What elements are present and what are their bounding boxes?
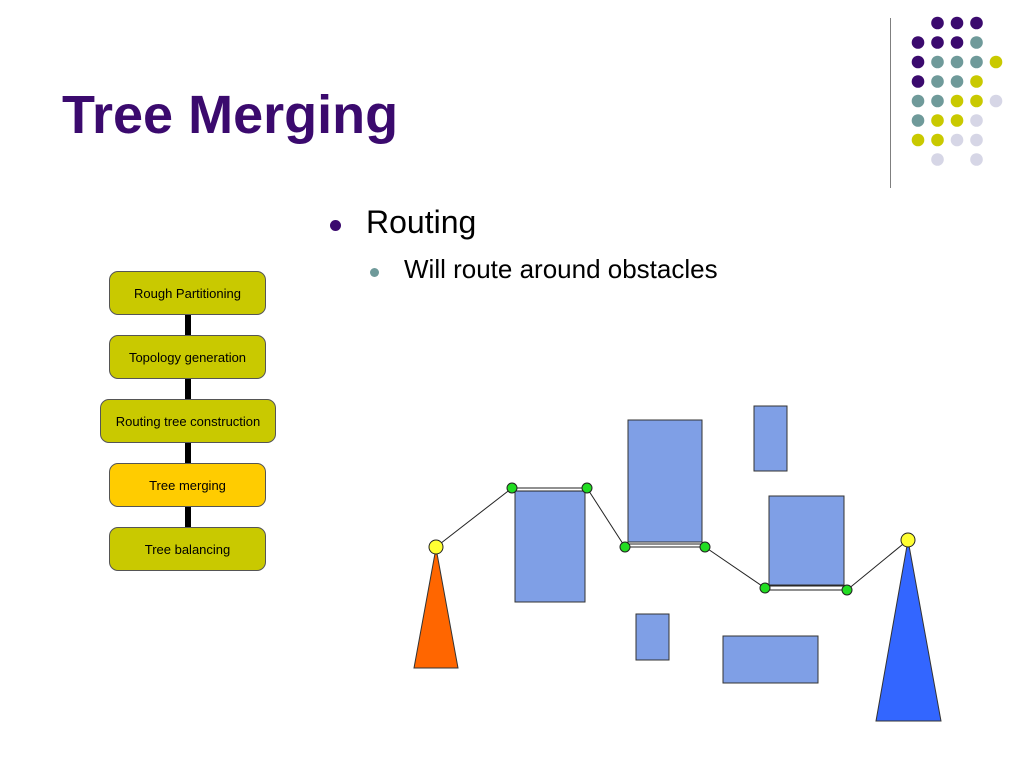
decorative-dot	[911, 133, 925, 147]
right-endpoint	[900, 532, 916, 548]
route-waypoint	[581, 482, 593, 494]
route-path	[435, 487, 909, 591]
decorative-dot	[970, 153, 983, 166]
flow-connector	[185, 506, 191, 528]
flow-step-routing-tree-construction: Routing tree construction	[100, 399, 276, 443]
flow-step-tree-merging: Tree merging	[109, 463, 266, 507]
decorative-dot	[989, 55, 1003, 69]
decorative-dot	[970, 36, 983, 49]
route-waypoint	[699, 541, 711, 553]
decorative-dot	[911, 75, 925, 88]
left-endpoint	[428, 539, 444, 555]
obstacle	[768, 495, 845, 586]
decorative-dot	[931, 36, 944, 49]
decorative-dot	[931, 75, 944, 88]
decorative-dot	[911, 36, 925, 49]
decorative-dot	[989, 94, 1003, 108]
flow-step-rough-partitioning: Rough Partitioning	[109, 271, 266, 315]
decorative-dot	[931, 114, 944, 127]
sub-bullet-dot	[370, 268, 379, 277]
flow-connector	[185, 314, 191, 336]
decorative-dot	[931, 55, 944, 69]
header-divider	[890, 18, 891, 188]
decorative-dot	[911, 114, 925, 127]
decorative-dot	[931, 94, 944, 108]
obstacle	[722, 635, 819, 684]
obstacle	[753, 405, 788, 472]
flow-step-topology-generation: Topology generation	[109, 335, 266, 379]
decorative-dot	[950, 114, 964, 127]
decorative-dot	[931, 16, 944, 30]
sub-bullet-text: Will route around obstacles	[404, 254, 718, 284]
decorative-dot	[911, 94, 925, 108]
decorative-dot	[950, 16, 964, 30]
decorative-dot	[970, 55, 983, 69]
flow-step-tree-balancing: Tree balancing	[109, 527, 266, 571]
slide-title: Tree Merging	[62, 85, 399, 145]
decorative-dot	[950, 75, 964, 88]
decorative-dot	[931, 153, 944, 166]
decorative-dot	[970, 133, 983, 147]
flow-connector	[185, 442, 191, 464]
decorative-dot	[970, 94, 983, 108]
decorative-dot	[970, 16, 983, 30]
flow-connector	[185, 378, 191, 400]
decorative-dot	[950, 133, 964, 147]
decorative-dot	[931, 133, 944, 147]
bullet-dot	[330, 220, 341, 231]
route-waypoint	[619, 541, 631, 553]
route-waypoint	[759, 582, 771, 594]
right-tree	[875, 539, 942, 722]
decorative-dot	[970, 75, 983, 88]
obstacle	[627, 419, 703, 543]
decorative-dot	[911, 55, 925, 69]
bullet-text: Routing	[366, 204, 477, 240]
left-tree	[413, 547, 459, 669]
obstacle	[635, 613, 670, 661]
decorative-dot	[970, 114, 983, 127]
decorative-dot	[950, 36, 964, 49]
decorative-dot	[950, 55, 964, 69]
route-waypoint	[506, 482, 518, 494]
decorative-dot-grid	[911, 16, 1003, 166]
route-waypoint	[841, 584, 853, 596]
decorative-dot	[950, 94, 964, 108]
obstacle	[514, 490, 586, 603]
